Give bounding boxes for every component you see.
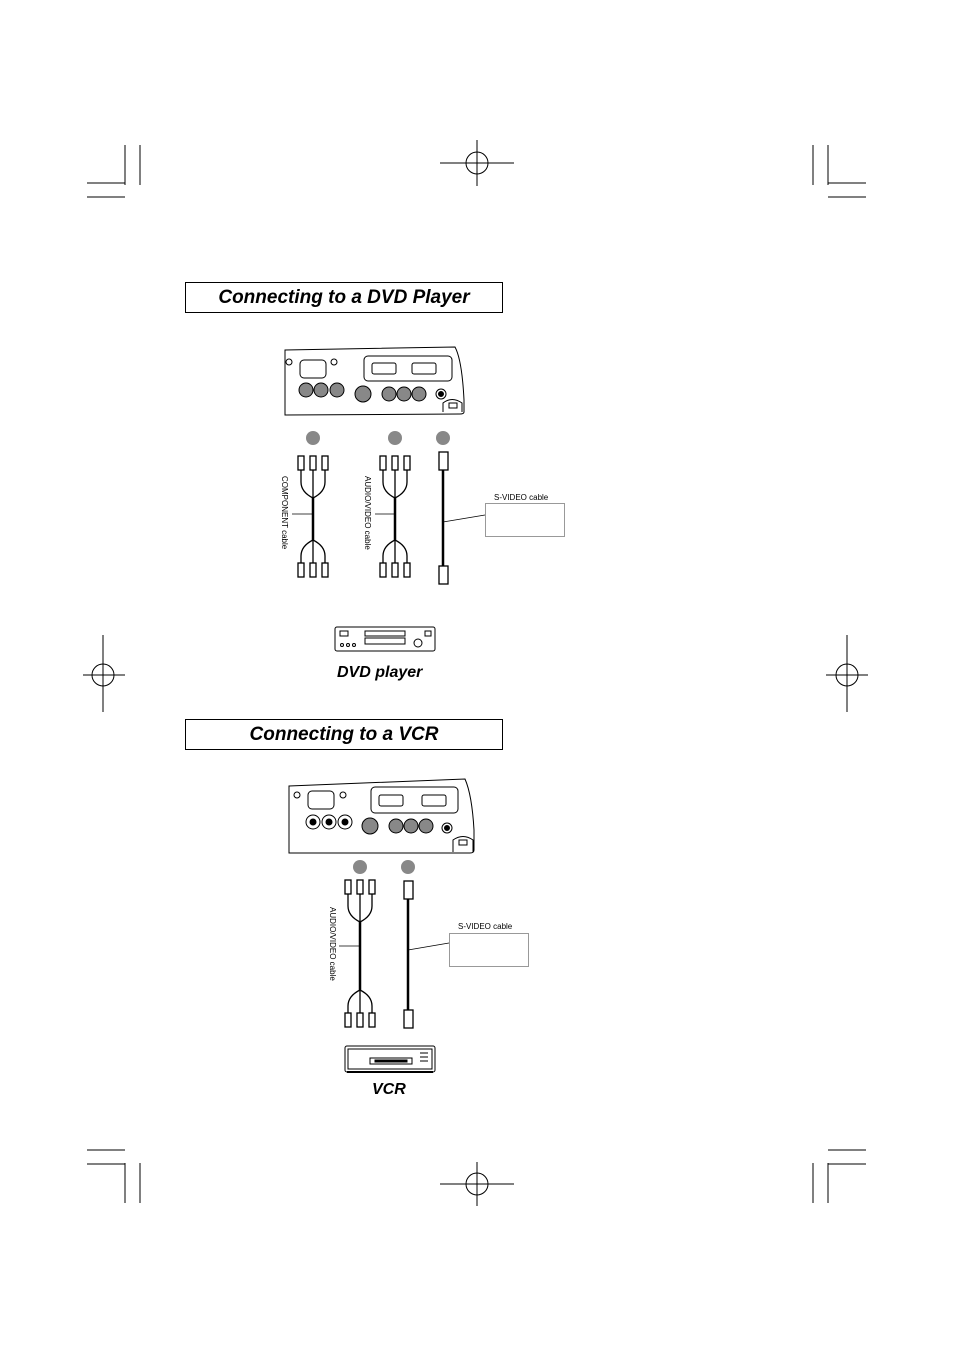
dvd-player-label: DVD player bbox=[337, 664, 423, 681]
dvd-svideo-cable bbox=[438, 451, 449, 585]
dvd-svideo-cable-label: S-VIDEO cable bbox=[494, 493, 549, 502]
vcr-av-cable bbox=[344, 879, 376, 1028]
projector-panel bbox=[288, 778, 475, 854]
component-cable bbox=[297, 455, 329, 578]
vcr-label: VCR bbox=[372, 1081, 406, 1098]
vcr-svideo-callout bbox=[449, 933, 529, 967]
vcr-av-cable-label: AUDIO/VIDEO cable bbox=[328, 907, 337, 981]
dvd-svideo-callout bbox=[485, 503, 565, 537]
projector-panel bbox=[284, 346, 465, 416]
vcr-svideo-cable bbox=[403, 880, 414, 1029]
vcr-svideo-cable-label: S-VIDEO cable bbox=[458, 922, 513, 931]
vcr-icon bbox=[344, 1045, 436, 1073]
dvd-player-icon bbox=[334, 626, 436, 652]
dvd-av-cable bbox=[379, 455, 411, 578]
vcr-section-title: Connecting to a VCR bbox=[185, 719, 503, 750]
dvd-section-title: Connecting to a DVD Player bbox=[185, 282, 503, 313]
